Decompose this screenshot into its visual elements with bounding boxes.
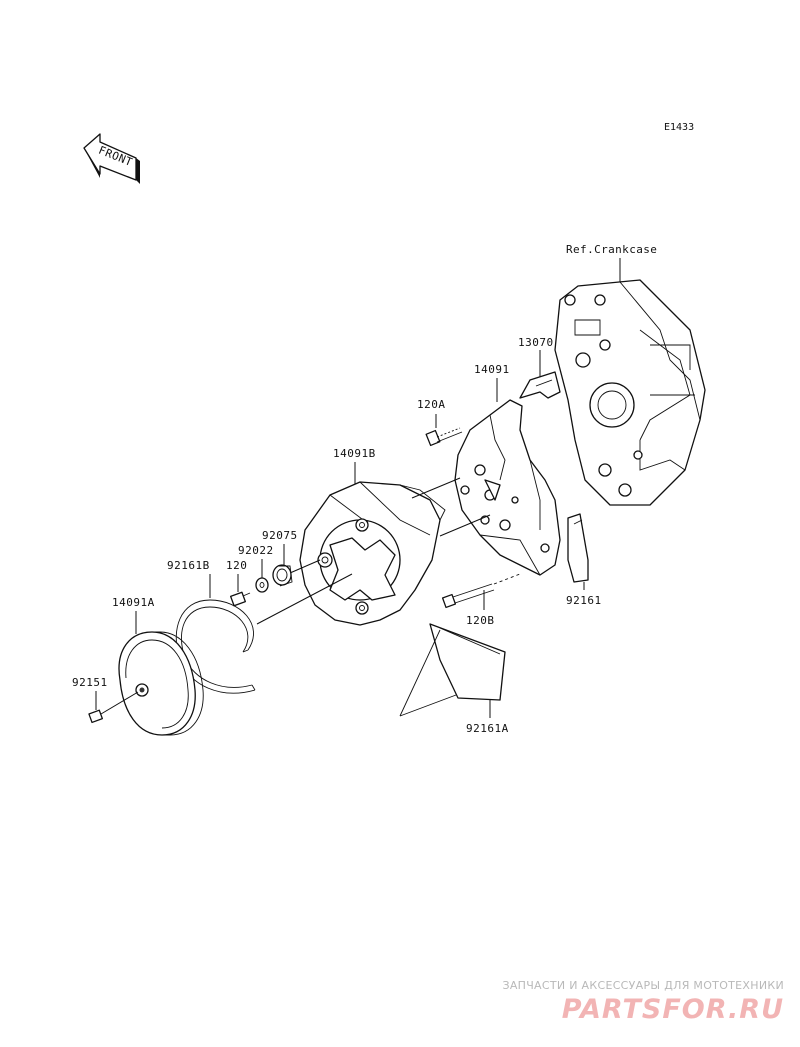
part-14091B-cover (299, 481, 446, 626)
ref-crankcase-label: Ref.Crankcase (566, 243, 657, 256)
label-92151: 92151 (72, 676, 108, 689)
label-14091: 14091 (474, 363, 510, 376)
bolt-92151 (88, 691, 139, 724)
assembly-line-4 (289, 559, 321, 574)
label-92075: 92075 (262, 529, 298, 542)
label-92161: 92161 (566, 594, 602, 607)
assembly-line-2 (439, 514, 491, 537)
part-14091A-cover (118, 631, 204, 736)
part-92161B-ring (175, 599, 256, 694)
label-13070: 13070 (518, 336, 554, 349)
watermark-logo: PARTSFOR.RU (561, 994, 784, 1025)
part-92161 (567, 513, 589, 583)
label-14091B: 14091B (333, 447, 376, 460)
bolt-120B (441, 573, 521, 609)
diagram-code: E1433 (664, 122, 694, 133)
watermark-tagline: ЗАПЧАСТИ И АКСЕССУАРЫ ДЛЯ МОТОТЕХНИКИ (502, 979, 784, 992)
label-120A: 120A (417, 398, 446, 411)
part-92161A (399, 623, 506, 717)
assembly-line-3 (256, 573, 353, 625)
bolt-120A (425, 427, 463, 447)
label-120B: 120B (466, 614, 495, 627)
label-14091A: 14091A (112, 596, 155, 609)
front-arrow-icon: FRONT (83, 133, 140, 184)
label-92161A: 92161A (466, 722, 509, 735)
label-92022: 92022 (238, 544, 274, 557)
crankcase-drawing (554, 279, 706, 506)
part-13070 (519, 371, 561, 399)
assembly-line-1 (411, 477, 461, 499)
part-92075 (272, 564, 293, 587)
watermark: ЗАПЧАСТИ И АКСЕССУАРЫ ДЛЯ МОТОТЕХНИКИ PA… (502, 979, 784, 1025)
bolt-120 (230, 591, 251, 607)
label-92161B: 92161B (167, 559, 210, 572)
label-120: 120 (226, 559, 247, 572)
part-92022-washer (255, 577, 269, 593)
part-14091-bracket (454, 399, 561, 576)
